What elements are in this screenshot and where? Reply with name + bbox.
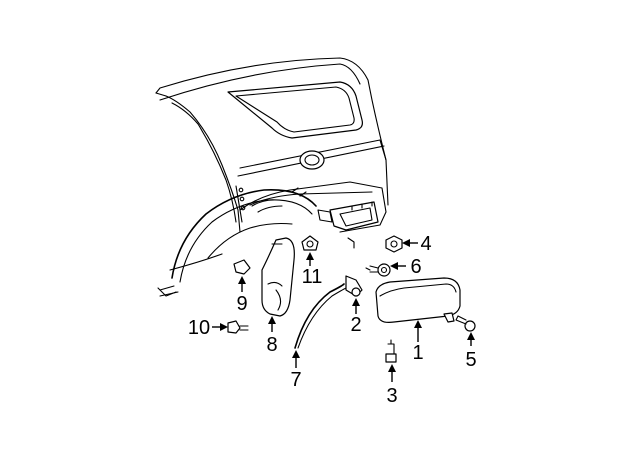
- callout-6: 6: [410, 256, 421, 278]
- callout-9: 9: [236, 293, 247, 315]
- callout-8: 8: [266, 334, 277, 356]
- part-7-moulding: [294, 283, 347, 349]
- quarter-panel: [155, 57, 389, 297]
- leader-arrows: [212, 239, 475, 382]
- callout-7: 7: [290, 369, 301, 391]
- callout-labels: 1 2 3 4 5 6 7 8 9 10 11: [188, 233, 477, 407]
- part-5-bolt: [455, 315, 476, 332]
- callout-4: 4: [420, 233, 431, 255]
- callout-1: 1: [412, 342, 423, 364]
- part-4-nut: [385, 235, 403, 253]
- part-8-mudguard: [261, 237, 295, 317]
- callout-3: 3: [386, 385, 397, 407]
- callout-11: 11: [302, 266, 323, 288]
- part-11-grommet: [301, 235, 319, 251]
- callout-2: 2: [350, 314, 361, 336]
- part-1-garnish: [375, 277, 461, 323]
- callout-5: 5: [465, 349, 476, 371]
- callout-10: 10: [188, 317, 210, 339]
- part-2-clip: [345, 275, 363, 297]
- part-3-screw: [385, 339, 397, 363]
- part-9-clip: [233, 259, 251, 275]
- part-10-screw: [227, 320, 249, 334]
- part-6-screw: [365, 263, 391, 277]
